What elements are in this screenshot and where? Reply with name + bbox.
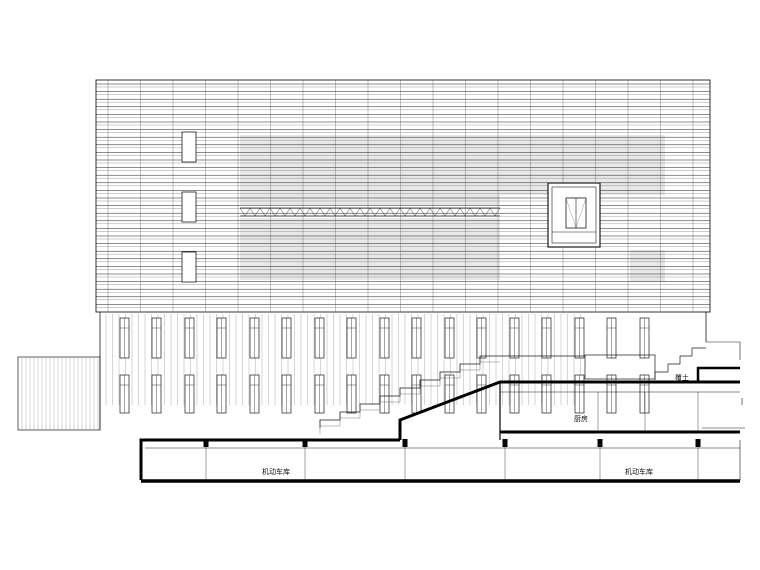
basement-section: [139, 366, 745, 483]
truss-diagonal: [324, 207, 331, 217]
truss-diagonal: [424, 207, 431, 217]
truss-diagonal: [429, 207, 436, 217]
annex-outline: [17, 356, 101, 431]
truss-diagonal: [299, 207, 306, 217]
garage-right-label: 机动车库: [625, 467, 653, 476]
truss-diagonal: [314, 207, 321, 217]
glazing-panel: [630, 250, 665, 282]
truss-diagonal: [389, 207, 396, 217]
terrace-planter: [584, 354, 656, 380]
truss-diagonal: [399, 207, 406, 217]
door-swing: [565, 197, 577, 229]
truss-diagonal: [239, 207, 246, 217]
truss-diagonal: [254, 207, 261, 217]
lower-facade: [99, 312, 707, 430]
truss-diagonal: [394, 207, 401, 217]
truss-diagonal: [304, 207, 311, 217]
truss-diagonal: [409, 207, 416, 217]
truss-diagonal: [274, 207, 281, 217]
truss-diagonal: [379, 207, 386, 217]
truss-diagonal: [459, 207, 466, 217]
truss-diagonal: [449, 207, 456, 217]
slot-window: [181, 191, 197, 223]
truss-diagonal: [359, 207, 366, 217]
truss-diagonal: [344, 207, 351, 217]
truss-diagonal: [269, 207, 276, 217]
slot-window: [181, 251, 197, 283]
stair-profile: [319, 355, 500, 428]
truss-diagonal: [259, 207, 266, 217]
glazing-panel: [240, 250, 500, 280]
truss-diagonal: [474, 207, 481, 217]
truss-diagonal: [329, 207, 336, 217]
truss-diagonal: [439, 207, 446, 217]
truss-diagonal: [414, 207, 421, 217]
truss-diagonal: [434, 207, 441, 217]
truss-diagonal: [484, 207, 491, 217]
truss-diagonal: [464, 207, 471, 217]
truss-diagonal: [349, 207, 356, 217]
truss-diagonal: [489, 207, 496, 217]
truss-diagonal: [264, 207, 271, 217]
soil-roof: [696, 366, 740, 382]
truss-diagonal: [249, 207, 256, 217]
door-swing: [575, 197, 587, 229]
projecting-box: [547, 182, 601, 248]
truss-diagonal: [289, 207, 296, 217]
truss-diagonal: [294, 207, 301, 217]
truss-diagonal: [354, 207, 361, 217]
box-inner: [551, 186, 597, 244]
truss-diagonal: [369, 207, 376, 217]
truss-diagonal: [469, 207, 476, 217]
truss-diagonal: [364, 207, 371, 217]
truss-diagonal: [479, 207, 486, 217]
truss-diagonal: [309, 207, 316, 217]
soil-label: 覆土: [675, 373, 689, 382]
kitchen-label: 厨房: [574, 414, 588, 423]
truss-diagonal: [339, 207, 346, 217]
truss-diagonal: [279, 207, 286, 217]
garage-left-label: 机动车库: [262, 467, 290, 476]
truss-diagonal: [384, 207, 391, 217]
glazing-panel: [240, 135, 500, 205]
right-stairs: [654, 347, 706, 380]
truss-diagonal: [244, 207, 251, 217]
louver-facade: [95, 79, 711, 313]
garage-roof-left: [139, 438, 400, 480]
slot-window: [181, 131, 197, 163]
truss-diagonal: [419, 207, 426, 217]
stair-underside: [319, 361, 500, 434]
truss-diagonal: [319, 207, 326, 217]
truss-diagonal: [444, 207, 451, 217]
stepped-landscape: [319, 341, 743, 434]
truss-diagonal: [454, 207, 461, 217]
left-annex: [17, 356, 101, 431]
truss-diagonal: [284, 207, 291, 217]
truss-diagonal: [404, 207, 411, 217]
truss-diagonal: [494, 207, 501, 217]
ramp-slab: [398, 380, 740, 440]
truss-diagonal: [334, 207, 341, 217]
truss-diagonal: [374, 207, 381, 217]
facade-outline: [95, 79, 711, 313]
